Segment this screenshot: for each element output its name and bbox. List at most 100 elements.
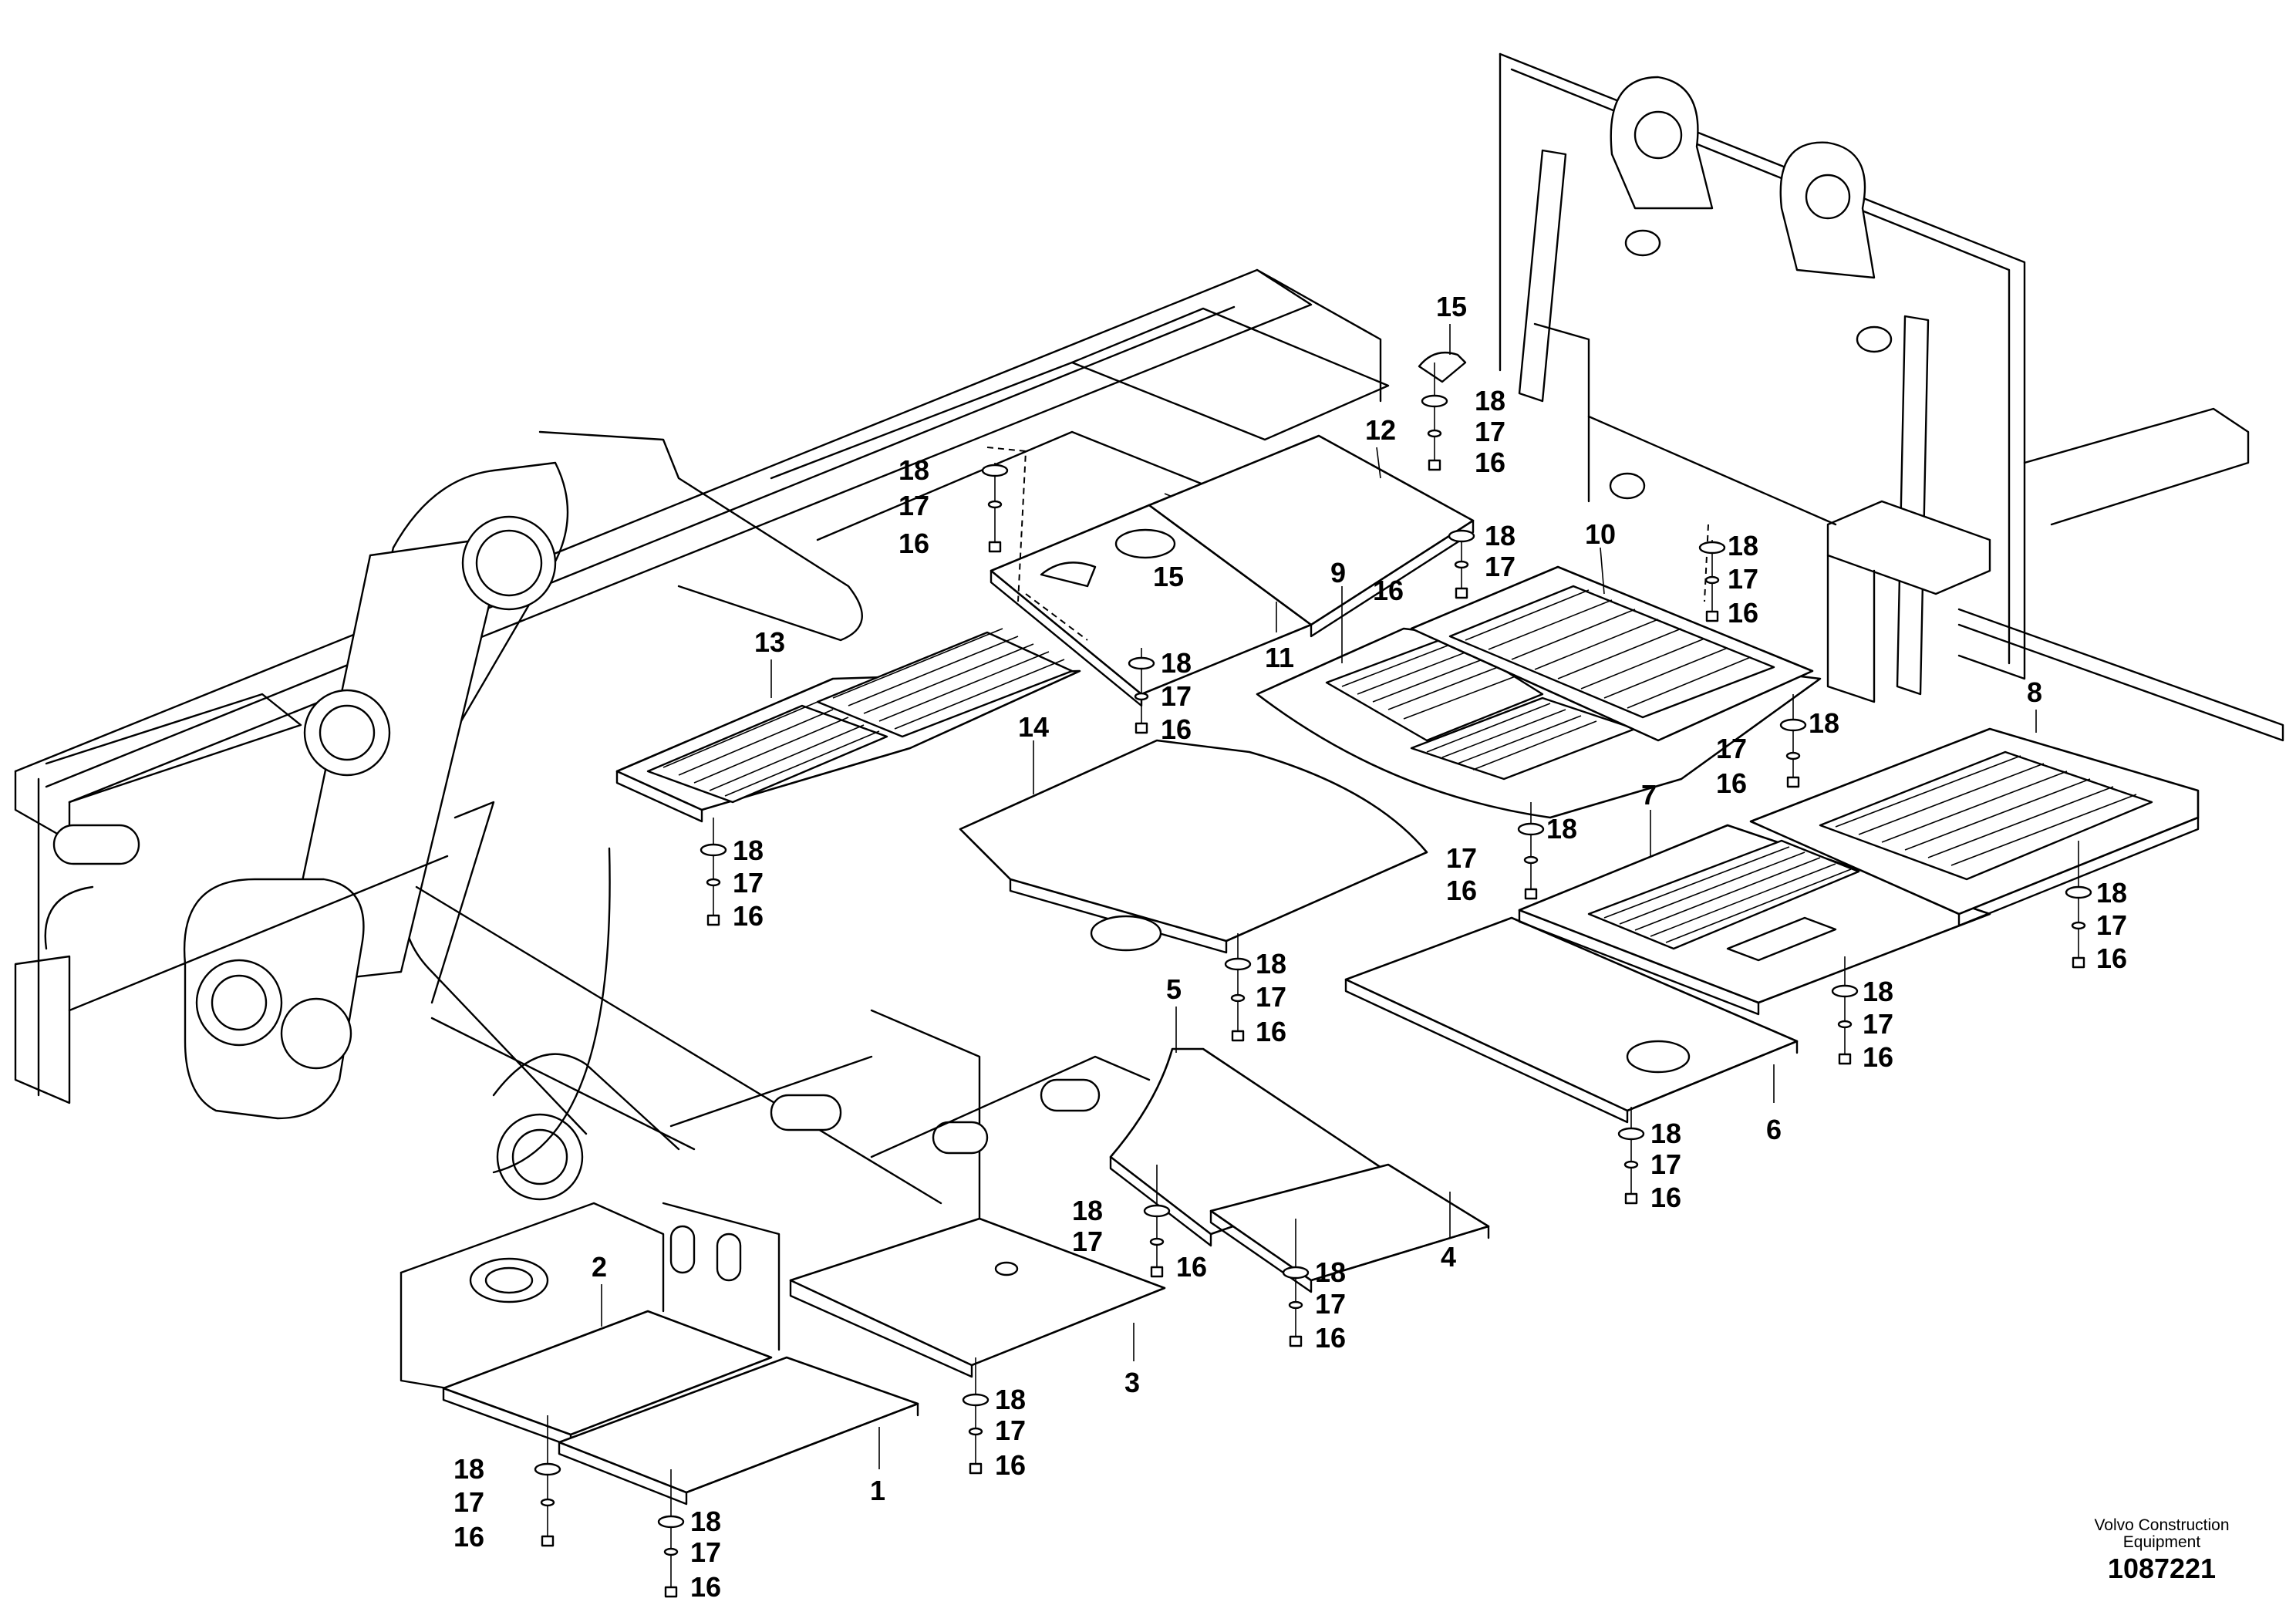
floor-plate-14 — [959, 739, 1428, 943]
label-part-4: 4 — [1441, 1241, 1456, 1273]
washer-18-label: 18 — [733, 835, 764, 866]
label-part-10: 10 — [1585, 518, 1616, 550]
spacer-17-label: 17 — [899, 490, 929, 521]
spacer-17-label: 17 — [1315, 1288, 1346, 1320]
boom-foot-structure — [14, 430, 1151, 1390]
footer: Volvo Construction Equipment 1087221 — [2094, 1516, 2229, 1584]
stack-b — [981, 463, 1009, 553]
grate-7 — [1518, 824, 1991, 1016]
spacer-17-label: 17 — [1446, 842, 1477, 874]
stack-o — [962, 1357, 990, 1475]
bolt-16-label: 16 — [995, 1449, 1026, 1481]
washer-18-label: 18 — [1809, 707, 1839, 739]
washer-18-label: 18 — [1650, 1118, 1681, 1149]
label-part-13: 13 — [754, 626, 785, 658]
stack-n — [1282, 1219, 1310, 1347]
spacer-17-label: 17 — [690, 1536, 721, 1568]
manufacturer-line-1: Volvo Construction — [2094, 1516, 2229, 1534]
fastener-labels: 18 17 16 18 17 16 18 17 16 18 17 16 18 1… — [453, 385, 2127, 1603]
bolt-16-label: 16 — [1475, 447, 1505, 478]
bolt-16-label: 16 — [690, 1571, 721, 1603]
label-part-9: 9 — [1330, 557, 1346, 588]
bolt-16-label: 16 — [1176, 1251, 1207, 1283]
spacer-17-label: 17 — [1161, 680, 1192, 712]
spacer-17-label: 17 — [1475, 416, 1505, 447]
bolt-16-label: 16 — [1716, 767, 1747, 799]
label-part-8: 8 — [2027, 676, 2042, 708]
stack-j — [1831, 956, 1859, 1065]
spacer-17-label: 17 — [1716, 733, 1747, 764]
stack-i — [1224, 933, 1252, 1042]
floor-plates — [442, 351, 2200, 1506]
label-part-11: 11 — [1265, 642, 1294, 673]
label-part-15: 15 — [1153, 561, 1184, 592]
label-part-15-top: 15 — [1436, 291, 1467, 322]
label-part-1: 1 — [870, 1475, 885, 1506]
upper-frame-structure — [14, 52, 2284, 842]
grate-10 — [1410, 565, 1814, 742]
washer-18-label: 18 — [1315, 1256, 1346, 1288]
washer-18-label: 18 — [453, 1453, 484, 1485]
leader-lines — [601, 324, 2037, 1469]
stack-h — [1517, 802, 1545, 900]
grate-13 — [615, 628, 1081, 823]
floor-plate-3 — [789, 1217, 1166, 1367]
spacer-17-label: 17 — [1256, 981, 1286, 1013]
stack-k — [2065, 841, 2092, 969]
washer-18-label: 18 — [1475, 385, 1505, 416]
manufacturer-line-2: Equipment — [2123, 1533, 2201, 1551]
label-part-5: 5 — [1166, 973, 1182, 1005]
washer-18-label: 18 — [1546, 813, 1577, 845]
grate-8 — [1749, 727, 2200, 927]
stack-e — [1698, 540, 1726, 622]
spacer-17-label: 17 — [1728, 563, 1758, 595]
bolt-16-label: 16 — [1315, 1322, 1346, 1354]
bolt-16-label: 16 — [1373, 575, 1404, 606]
label-part-14: 14 — [1018, 711, 1049, 743]
bolt-16-label: 16 — [1446, 875, 1477, 906]
bolt-16-label: 16 — [899, 528, 929, 559]
bolt-16-label: 16 — [1863, 1041, 1893, 1073]
spacer-17-label: 17 — [1485, 551, 1515, 582]
washer-18-label: 18 — [690, 1506, 721, 1537]
stack-a — [1421, 363, 1448, 471]
washer-18-label: 18 — [1485, 520, 1515, 551]
washer-18-label: 18 — [1863, 976, 1893, 1007]
washer-18-label: 18 — [1072, 1195, 1103, 1226]
spacer-17-label: 17 — [2096, 909, 2127, 941]
bolt-16-label: 16 — [1161, 713, 1192, 745]
cover-15-top — [1418, 351, 1467, 383]
washer-18-label: 18 — [1161, 647, 1192, 679]
washer-18-label: 18 — [2096, 877, 2127, 909]
spacer-17-label: 17 — [1072, 1226, 1103, 1257]
label-part-6: 6 — [1766, 1114, 1782, 1145]
part-labels: 15 12 15 11 10 9 13 14 8 7 6 5 4 3 2 1 — [592, 291, 2042, 1506]
floor-plate-2 — [442, 1310, 773, 1436]
label-part-12: 12 — [1365, 414, 1396, 446]
washer-18-label: 18 — [1728, 530, 1758, 561]
stack-g — [700, 818, 727, 926]
label-part-7: 7 — [1641, 779, 1657, 811]
washer-18-label: 18 — [1256, 948, 1286, 980]
label-part-3: 3 — [1124, 1367, 1140, 1398]
washer-18-label: 18 — [899, 454, 929, 486]
bolt-16-label: 16 — [1256, 1016, 1286, 1047]
bolt-16-label: 16 — [2096, 943, 2127, 974]
washer-18-label: 18 — [995, 1384, 1026, 1415]
stack-f — [1779, 694, 1807, 788]
stack-q — [657, 1469, 685, 1598]
spacer-17-label: 17 — [453, 1486, 484, 1518]
label-part-2: 2 — [592, 1251, 607, 1283]
stack-l — [1617, 1107, 1645, 1205]
bolt-16-label: 16 — [1728, 597, 1758, 629]
stack-d — [1128, 648, 1155, 734]
fastener-stacks — [534, 363, 2092, 1598]
spacer-17-label: 17 — [995, 1415, 1026, 1446]
bolt-16-label: 16 — [453, 1521, 484, 1553]
spacer-17-label: 17 — [1863, 1008, 1893, 1040]
stack-c — [1448, 529, 1475, 599]
stack-m — [1143, 1165, 1171, 1278]
drawing-number: 1087221 — [2108, 1553, 2216, 1584]
spacer-17-label: 17 — [733, 867, 764, 899]
